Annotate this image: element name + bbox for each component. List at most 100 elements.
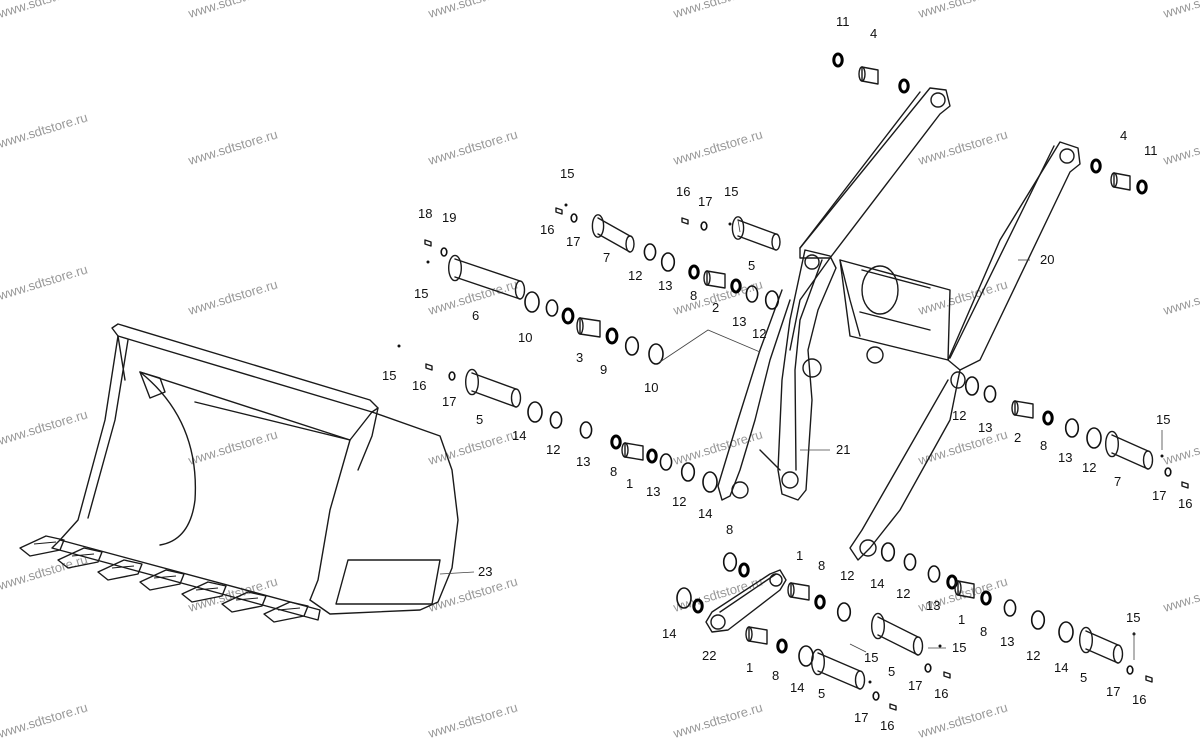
part-number-label: 14 [698,506,712,521]
part-number-label: 8 [818,558,825,573]
part-number-label: 12 [1026,648,1040,663]
part-number-label: 8 [1040,438,1047,453]
watermark-text: www.sdtstore.ru [671,0,765,21]
washer-ring [646,448,658,464]
washer-ring [814,594,826,610]
part-number-label: 15 [724,184,738,199]
watermark-text: www.sdtstore.ru [0,699,89,741]
washer-ring [730,278,742,294]
watermark-text: www.sdtstore.ru [426,573,520,615]
part-number-label: 13 [978,420,992,435]
part-number-label: 13 [658,278,672,293]
watermark-text: www.sdtstore.ru [916,699,1010,741]
grease-fitting [938,644,942,648]
washer-ring [561,307,575,325]
washer-ring [660,252,676,272]
washer-ring [570,213,578,223]
washer-ring [605,327,619,345]
washer-ring [832,52,844,68]
part-number-label: 5 [476,412,483,427]
washer-ring [903,553,917,571]
part-number-label: 8 [772,668,779,683]
part-number-label: 13 [1058,450,1072,465]
part-number-label: 18 [418,206,432,221]
part-number-label: 17 [854,710,868,725]
washer-ring [659,453,673,471]
washer-ring [1086,427,1102,449]
washer-ring [549,411,563,429]
part-number-label: 8 [690,288,697,303]
part-callouts: 1144112021222315161771213821617155121318… [382,14,1192,733]
washer-ring [1136,179,1148,195]
washer-ring [1126,665,1134,675]
part-number-label: 1 [626,476,633,491]
washer-ring [872,691,880,701]
watermark-text: www.sdtstore.ru [671,126,765,168]
watermark-text: www.sdtstore.ru [916,126,1010,168]
part-number-label: 15 [1156,412,1170,427]
part-number-label: 11 [1144,143,1158,158]
bushing [579,317,601,338]
washer-ring [624,336,640,356]
part-number-label: 12 [546,442,560,457]
part-number-label: 5 [1080,670,1087,685]
washer-ring [836,602,852,622]
bolt [555,207,563,215]
watermark-text: www.sdtstore.ru [1161,0,1200,21]
washer-ring [776,638,788,654]
watermark-text: www.sdtstore.ru [426,0,520,21]
part-number-label: 16 [880,718,894,733]
part-number-label: 22 [702,648,716,663]
washer-ring [440,247,448,257]
part-number-label: 14 [870,576,884,591]
bolt [1181,481,1189,489]
washer-ring [579,421,593,439]
watermark-text: www.sdtstore.ru [426,126,520,168]
watermark-text: www.sdtstore.ru [0,406,89,448]
part-number-label: 16 [412,378,426,393]
washer-ring [610,434,622,450]
part-number-label: 16 [934,686,948,701]
washer-ring [898,78,910,94]
part-number-label: 15 [1126,610,1140,625]
bucket-tooth [139,569,185,591]
washer-ring [1164,467,1172,477]
watermark-text: www.sdtstore.ru [671,699,765,741]
part-number-label: 12 [840,568,854,583]
part-number-label: 14 [1054,660,1068,675]
washer-ring [1090,158,1102,174]
part-number-label: 5 [818,686,825,701]
part-number-label: 20 [1040,252,1054,267]
pin [471,372,517,408]
part-number-label: 12 [896,586,910,601]
part-number-label: 23 [478,564,492,579]
watermark-text: www.sdtstore.ru [671,426,765,468]
part-number-label: 2 [1014,430,1021,445]
watermark-text: www.sdtstore.ru [1161,573,1200,615]
part-number-label: 12 [752,326,766,341]
bushing [1014,400,1034,419]
part-number-label: 13 [732,314,746,329]
part-number-label: 1 [958,612,965,627]
part-number-label: 17 [698,194,712,209]
pin [737,219,777,251]
part-number-label: 11 [836,14,850,29]
bucket-tooth [19,535,65,557]
bushing [624,442,644,461]
part-number-label: 3 [576,350,583,365]
washer-ring [702,471,718,493]
washer-ring [980,590,992,606]
part-number-label: 17 [908,678,922,693]
bucket-tooth [57,547,103,569]
part-number-label: 9 [600,362,607,377]
part-number-label: 17 [566,234,580,249]
part-number-label: 16 [676,184,690,199]
bucket-tooth [221,591,267,613]
bushing [748,626,768,645]
bolt [943,671,951,679]
link-part-22 [705,569,787,633]
part-number-label: 1 [746,660,753,675]
part-number-label: 5 [888,664,895,679]
washer-ring [1058,621,1074,643]
